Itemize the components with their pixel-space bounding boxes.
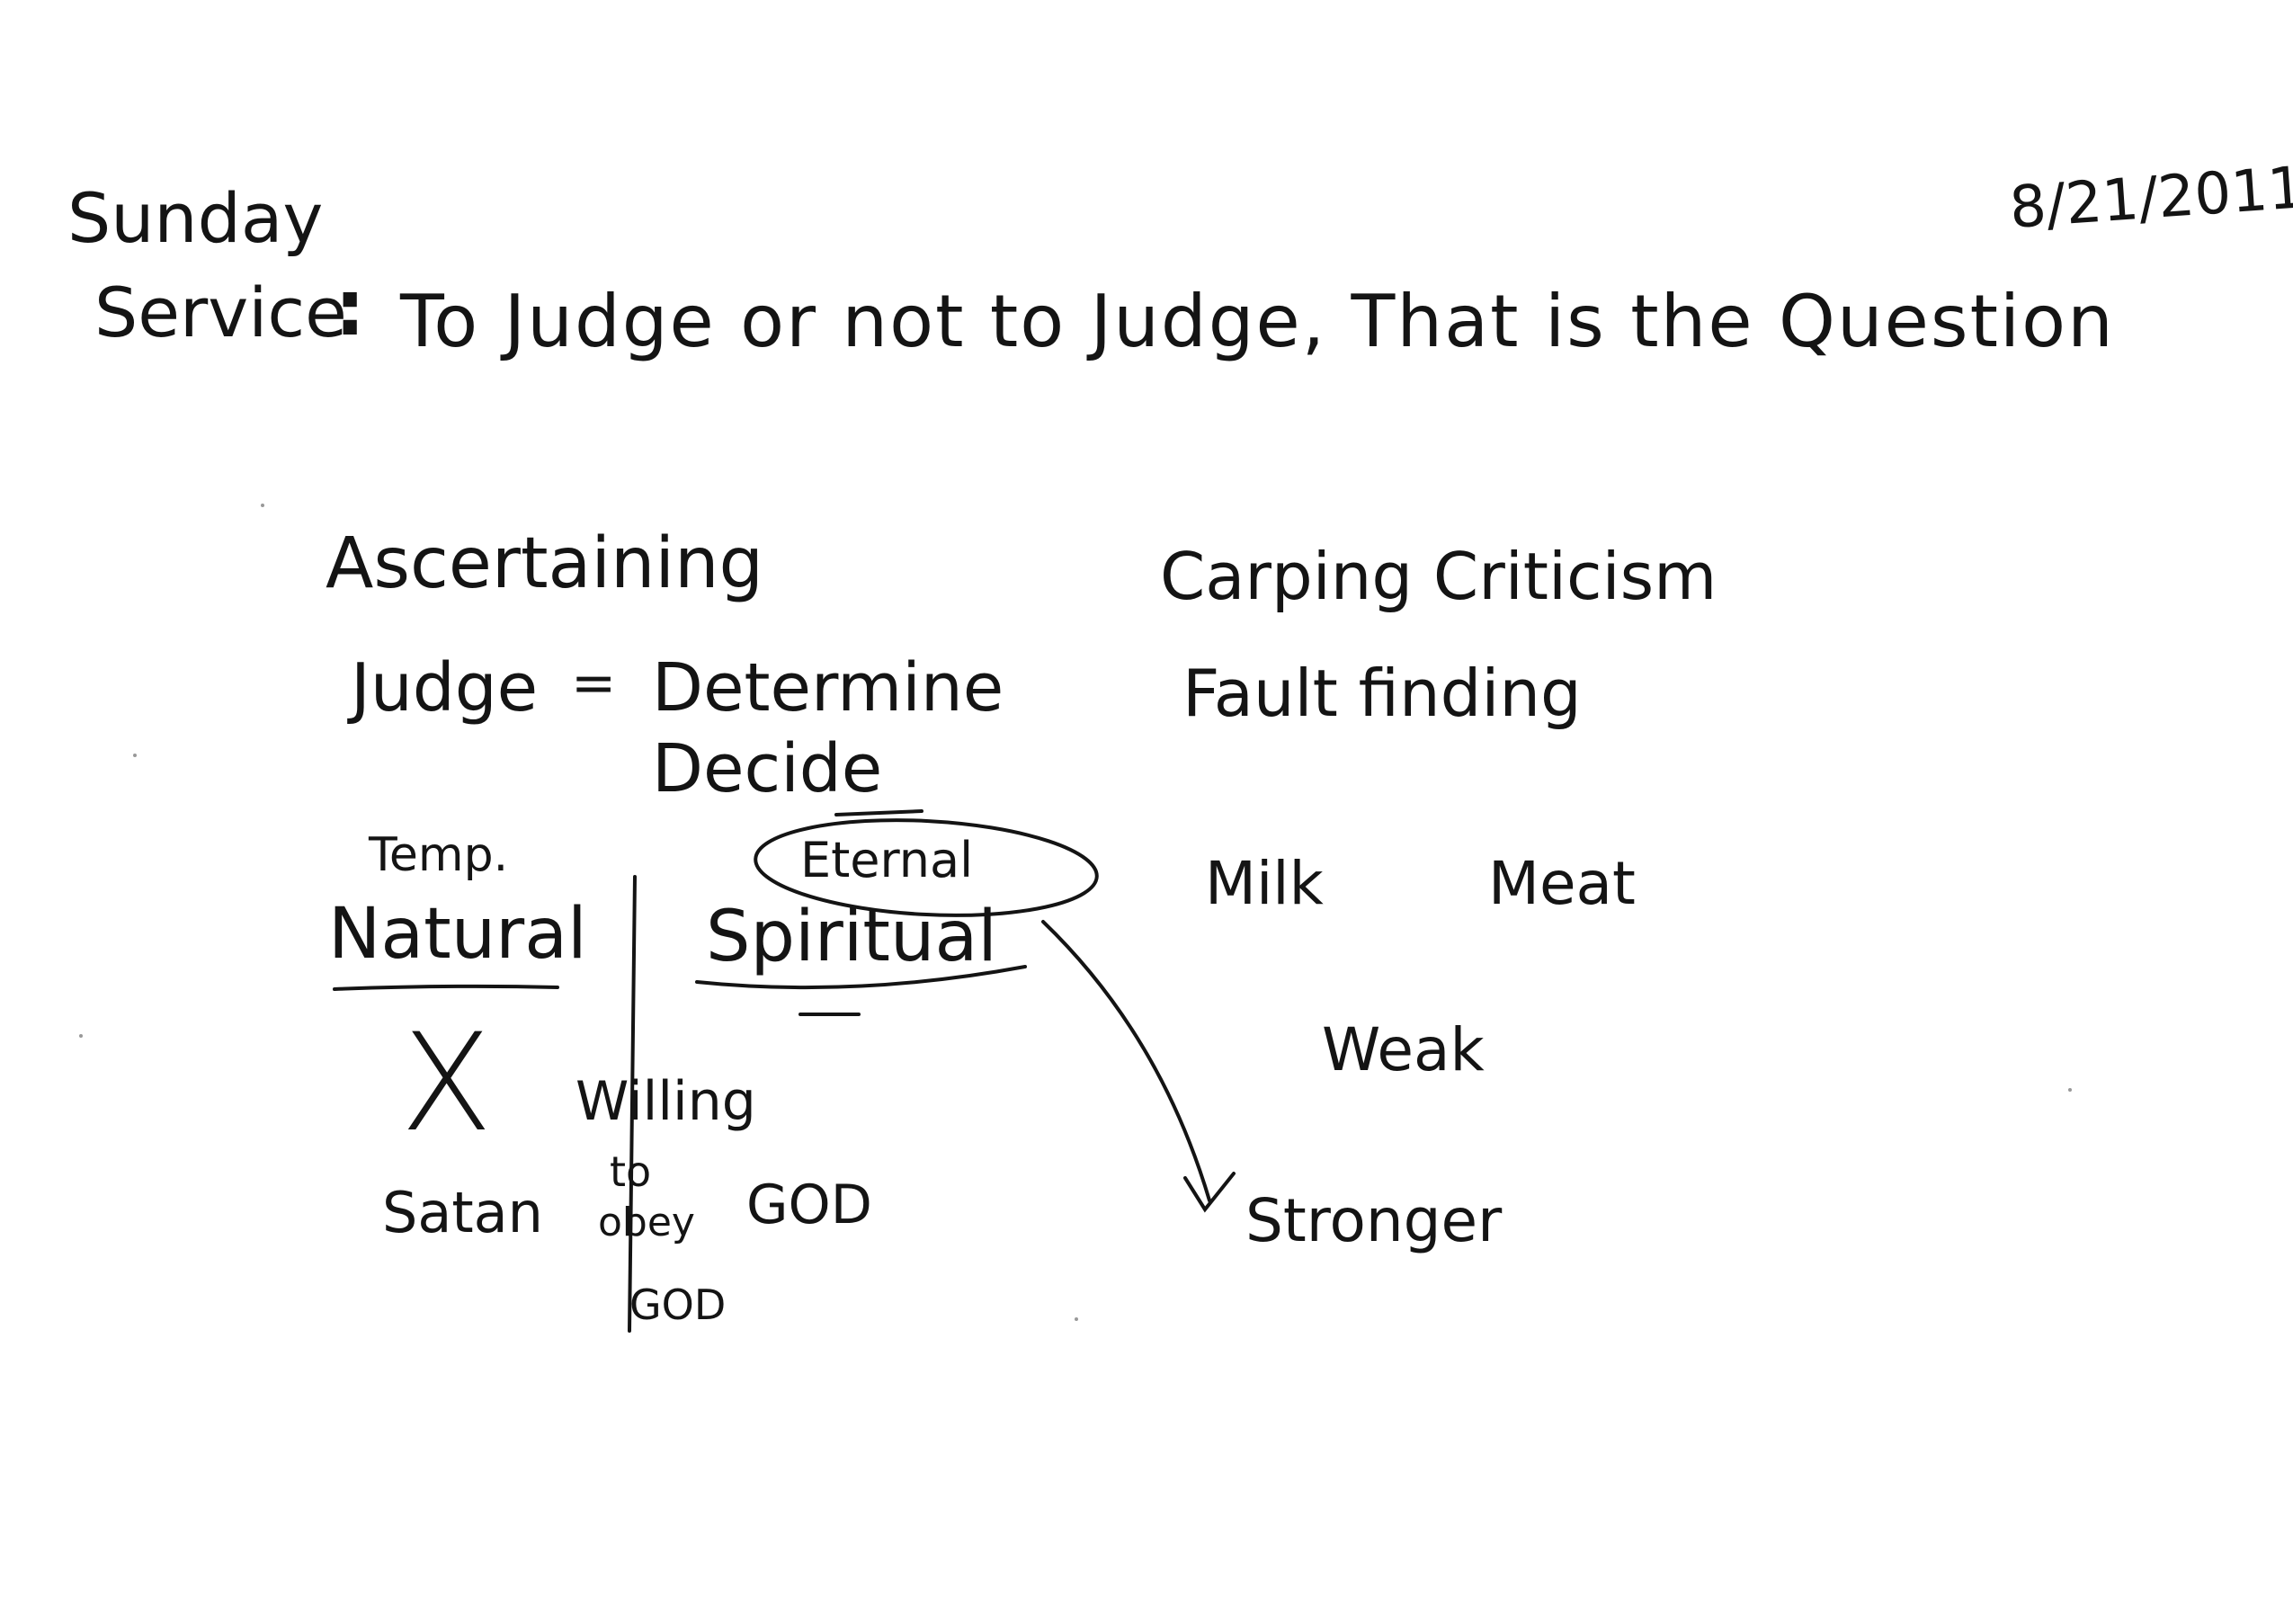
carping-criticism-phrase: Carping Criticism (1160, 539, 1718, 614)
determine-word: Determine (652, 649, 1004, 727)
curved-arrow (1041, 920, 1211, 1202)
service-colon: : (335, 263, 366, 353)
spiritual-word: Spiritual (706, 897, 997, 977)
service-label: Service (94, 272, 347, 352)
scan-speck (2068, 1088, 2072, 1092)
scan-speck (261, 504, 264, 507)
ascertaining-word: Ascertaining (326, 523, 764, 604)
temp-label: Temp. (369, 828, 509, 882)
equals-sign: = (571, 652, 617, 715)
god-right-word: GOD (746, 1173, 872, 1236)
scan-speck (1075, 1317, 1078, 1321)
god-lower-word: GOD (629, 1280, 727, 1329)
judge-word: Judge (351, 649, 539, 727)
arrow-head (1183, 1172, 1236, 1213)
fault-finding-phrase: Fault finding (1182, 656, 1582, 731)
scan-speck (133, 754, 137, 757)
to-word: to (610, 1147, 652, 1196)
sermon-title: To Judge or not to Judge, That is the Qu… (400, 280, 2115, 363)
willing-word: Willing (575, 1070, 756, 1133)
milk-word: Milk (1205, 849, 1324, 918)
note-date: 8/21/2011 (2007, 155, 2293, 242)
obey-word: obey (598, 1200, 695, 1245)
scan-speck (79, 1034, 83, 1038)
satan-word: Satan (382, 1180, 543, 1245)
decide-word: Decide (652, 730, 883, 808)
eternal-dash (834, 809, 923, 816)
eternal-word: Eternal (800, 832, 974, 888)
natural-underline (333, 984, 559, 991)
meat-word: Meat (1488, 849, 1636, 918)
natural-word: Natural (328, 894, 587, 975)
day-label: Sunday (67, 178, 324, 258)
stronger-word: Stronger (1245, 1186, 1503, 1255)
weak-word: Weak (1322, 1015, 1485, 1084)
x-mark: X (400, 1005, 493, 1162)
